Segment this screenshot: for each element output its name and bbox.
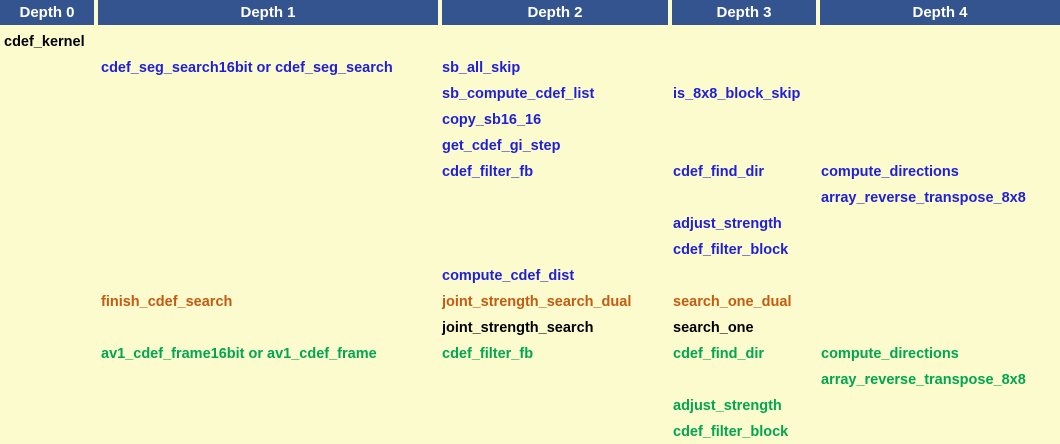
cell-depth-3: is_8x8_block_skip: [673, 86, 801, 102]
column-header-depth-1: Depth 1: [98, 0, 438, 25]
column-header-depth-0: Depth 0: [0, 0, 94, 25]
column-header-depth-3: Depth 3: [672, 0, 816, 25]
cell-depth-3: cdef_filter_block: [673, 424, 789, 440]
cell-depth-2: cdef_filter_fb: [442, 164, 534, 180]
cell-depth-4: compute_directions: [821, 164, 959, 180]
cell-depth-1: av1_cdef_frame16bit or av1_cdef_frame: [101, 346, 377, 362]
cell-depth-2: get_cdef_gi_step: [442, 138, 561, 154]
table-header-row: Depth 0 Depth 1 Depth 2 Depth 3 Depth 4: [0, 0, 1060, 25]
table-body: cdef_kernel cdef_seg_search16bit or cdef_…: [0, 25, 1060, 444]
cell-depth-2: cdef_filter_fb: [442, 346, 534, 362]
cell-depth-2: joint_strength_search_dual: [442, 294, 632, 310]
column-header-depth-2: Depth 2: [442, 0, 668, 25]
cell-depth-1: finish_cdef_search: [101, 294, 233, 310]
cell-depth-2: sb_compute_cdef_list: [442, 86, 595, 102]
cell-depth-2: compute_cdef_dist: [442, 268, 575, 284]
cell-depth-3: cdef_filter_block: [673, 242, 789, 258]
column-header-depth-4: Depth 4: [820, 0, 1060, 25]
cell-depth-2: joint_strength_search: [442, 320, 594, 336]
cell-depth-3: search_one: [673, 320, 754, 336]
cell-depth-3: cdef_find_dir: [673, 164, 765, 180]
cell-depth-0: cdef_kernel: [4, 34, 85, 50]
cell-depth-3: search_one_dual: [673, 294, 792, 310]
cell-depth-1: cdef_seg_search16bit or cdef_seg_search: [101, 60, 393, 76]
cell-depth-4: array_reverse_transpose_8x8: [821, 372, 1026, 388]
cell-depth-3: adjust_strength: [673, 398, 782, 414]
cell-depth-3: cdef_find_dir: [673, 346, 765, 362]
cell-depth-2: sb_all_skip: [442, 60, 521, 76]
cell-depth-4: compute_directions: [821, 346, 959, 362]
cell-depth-4: array_reverse_transpose_8x8: [821, 190, 1026, 206]
cell-depth-2: copy_sb16_16: [442, 112, 542, 128]
cell-depth-3: adjust_strength: [673, 216, 782, 232]
